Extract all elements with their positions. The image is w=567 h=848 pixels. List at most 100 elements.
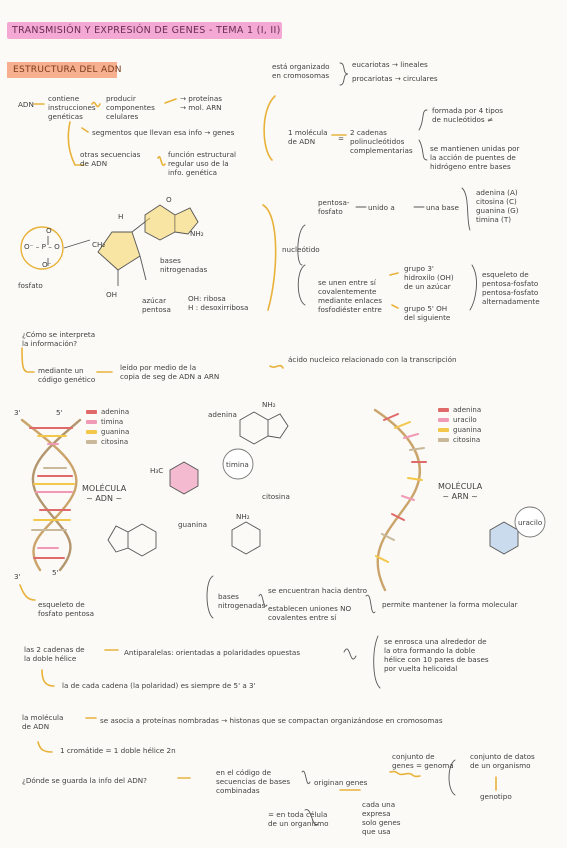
brace <box>91 101 101 108</box>
arrow <box>164 98 177 104</box>
adn-label: ADN <box>18 100 34 109</box>
o-label: O <box>166 195 172 204</box>
eucariotas-text: eucariotas → lineales <box>352 60 428 69</box>
antiparalelas-text: Antiparalelas: orientadas a polaridades … <box>124 648 301 657</box>
big-brace <box>262 204 277 311</box>
legend-item: uracilo <box>438 416 477 424</box>
pentosa-fosfato-text: pentosa- fosfato <box>318 198 350 216</box>
la-molecula-text: la molécula de ADN <box>22 713 64 731</box>
procariotas-text: procariotas → circulares <box>352 74 438 83</box>
title-banner <box>7 22 282 39</box>
legend-swatch <box>438 428 449 432</box>
cromatide-text: 1 cromátide = 1 doble hélice 2n <box>60 746 176 755</box>
acido-text: ácido nucleico relacionado con la transc… <box>288 355 457 364</box>
contiene-text: contiene instrucciones genéticas <box>48 94 96 121</box>
nh2-citosina: NH₂ <box>236 512 250 521</box>
citosina-label: citosina <box>262 492 290 501</box>
molecula-adn-text: 1 molécula de ADN <box>288 128 328 146</box>
legend-label: uracilo <box>453 416 477 424</box>
azucar-label: azúcar pentosa <box>142 296 171 314</box>
encuentran-text: se encuentran hacia dentro <box>268 586 368 595</box>
legend-label: adenina <box>453 406 482 414</box>
unido-text: unido a <box>368 203 395 212</box>
legend-label: adenina <box>101 408 130 416</box>
arrow <box>81 127 89 133</box>
producir-text: producir componentes celulares <box>106 94 155 121</box>
timina-label: timina <box>226 460 249 469</box>
legend-item: timina <box>86 418 123 426</box>
legend-item: adenina <box>438 406 481 414</box>
legend-label: citosina <box>453 436 481 444</box>
conjunto-genes-text: conjunto de genes = genoma <box>392 752 454 770</box>
legend-swatch <box>86 420 97 424</box>
permite-text: permite mantener la forma molecular <box>382 600 518 609</box>
legend-item: citosina <box>438 436 480 444</box>
section-title: ESTRUCTURA DEL ADN <box>13 65 122 75</box>
nucleotido-label: nucleótido <box>282 245 320 254</box>
esqueleto-fosfato-label: esqueleto de fosfato pentosa <box>38 600 95 618</box>
dna-5prime-bottom: 5' <box>52 568 59 577</box>
brace <box>157 155 166 167</box>
base-list-text: adenina (A) citosina (C) guanina (G) tim… <box>476 188 519 224</box>
organizado-text: está organizado en cromosomas <box>272 62 330 80</box>
asocia-text: se asocia a proteínas nombradas → histon… <box>100 716 443 725</box>
segmentos-text: segmentos que llevan esa info → genes <box>92 128 235 137</box>
bases-nitrogenadas-label: bases nitrogenadas <box>160 256 208 274</box>
enrosca-text: se enrosca una alrededor de la otra form… <box>384 637 489 673</box>
phos-o-bottom: O⁻ <box>42 260 52 269</box>
dna-5prime-top: 5' <box>56 408 63 417</box>
nh2-adenina: NH₂ <box>262 400 276 409</box>
originan-text: originan genes <box>314 778 368 787</box>
nh2-label: NH₂ <box>190 229 204 238</box>
mediante-text: mediante un código genético <box>38 366 96 384</box>
big-brace <box>263 95 276 161</box>
cada-una-text: cada una expresa solo genes que usa <box>362 800 401 836</box>
funcion-text: función estructural regular uso de la in… <box>168 150 237 177</box>
como-question: ¿Cómo se interpreta la información? <box>22 330 96 348</box>
legend-item: guanina <box>86 428 129 436</box>
legend-swatch <box>438 408 449 412</box>
esqueleto-pentosa-text: esqueleto de pentosa-fosfato pentosa-fos… <box>482 270 540 306</box>
donde-question: ¿Dónde se guarda la info del ADN? <box>22 776 147 785</box>
oh-label: OH <box>106 290 118 299</box>
legend-item: guanina <box>438 426 481 434</box>
grupo3-text: grupo 3' hidroxilo (OH) de un azúcar <box>404 264 454 291</box>
legend-swatch <box>86 430 97 434</box>
legend-swatch <box>438 438 449 442</box>
formada-text: formada por 4 tipos de nucleótidos ≠ <box>432 106 503 124</box>
conjunto-datos-text: conjunto de datos de un organismo <box>470 752 535 770</box>
h3c-label: H₃C <box>150 466 164 475</box>
legend-label: timina <box>101 418 124 426</box>
otras-secuencias-text: otras secuencias de ADN <box>80 150 141 168</box>
phos-o-top: O <box>46 226 52 235</box>
bases-nitrog-label: bases nitrogenadas <box>218 592 266 610</box>
una-base-text: una base <box>426 203 459 212</box>
las2-text: las 2 cadenas de la doble hélice <box>24 645 85 663</box>
proteinas-text: → proteínas → mol. ARN <box>180 94 223 112</box>
establecen-text: establecen uniones NO covalentes entre s… <box>268 604 352 622</box>
equals-sign: = <box>338 134 345 143</box>
legend-item: adenina <box>86 408 129 416</box>
legend-label: guanina <box>453 426 482 434</box>
page-title: TRANSMISIÓN Y EXPRESIÓN DE GENES - TEMA … <box>12 25 281 36</box>
guanina-label: guanina <box>178 520 208 529</box>
legend-swatch <box>86 410 97 414</box>
en-toda-text: = en toda célula de un organismo <box>268 810 329 828</box>
grupo5-text: grupo 5' OH del siguiente <box>404 304 451 322</box>
se-unen-text: se unen entre sí covalentemente mediante… <box>318 278 382 314</box>
adenina-label: adenina <box>208 410 237 419</box>
dna-3prime-bottom: 3' <box>14 572 21 581</box>
arrow <box>67 121 85 166</box>
genotipo-text: genotipo <box>480 792 512 801</box>
phos-middle: O⁻ – P – O <box>24 242 60 251</box>
molecula-arn-label: MOLÉCULA ~ ARN ~ <box>438 482 483 501</box>
section-banner <box>7 62 117 78</box>
legend-swatch <box>438 418 449 422</box>
uracilo-bubble: uracilo <box>518 518 543 527</box>
legend-swatch <box>86 440 97 444</box>
fosfato-label: fosfato <box>18 281 43 290</box>
mantienen-text: se mantienen unidas por la acción de pue… <box>430 144 520 171</box>
legend-item: citosina <box>86 438 128 446</box>
legend-label: citosina <box>101 438 129 446</box>
